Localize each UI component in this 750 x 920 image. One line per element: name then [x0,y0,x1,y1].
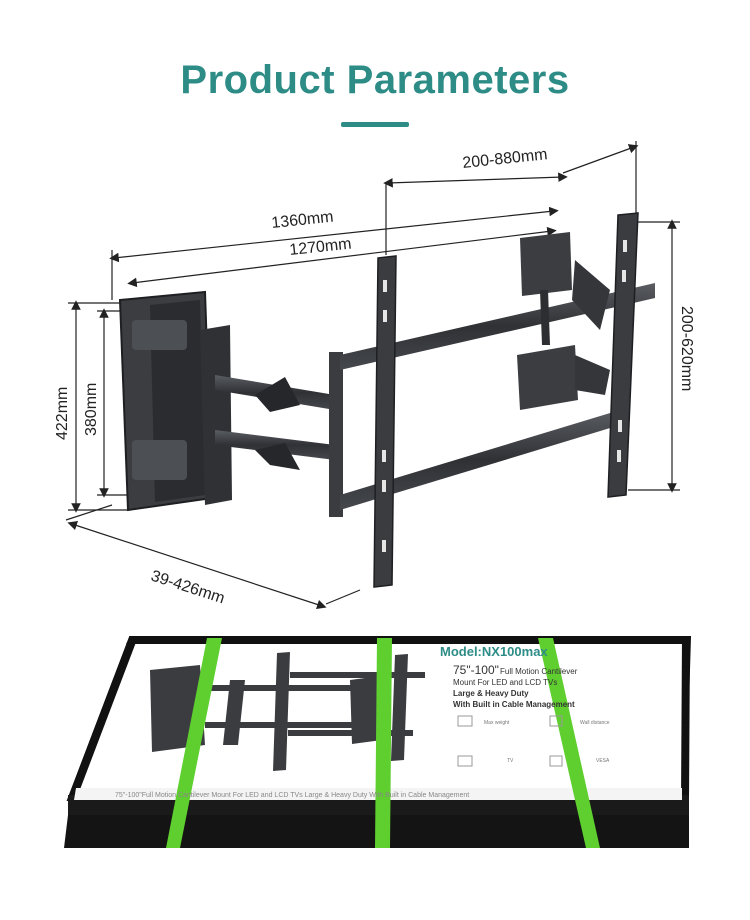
page-title: Product Parameters [180,58,570,102]
spec-vesa: VESA [596,758,610,764]
product-box: Model:NX100max 75"-100" Full Motion Cant… [64,636,692,848]
box-desc-2: Mount For LED and LCD TVs [453,678,557,687]
box-model: Model:NX100max [440,644,548,659]
tv-mount [118,212,655,588]
spec-wall: Wall distance [580,720,610,726]
box-size: 75"-100" [453,663,499,677]
dim-label-width: 200-880mm [462,146,549,172]
dim-label-extension: 39-426mm [149,568,227,608]
box-desc-4: With Built in Cable Management [453,700,575,709]
title-underline [341,122,409,127]
dim-label-1270: 1270mm [289,236,353,259]
box-desc-3: Large & Heavy Duty [453,689,529,698]
box-side-text: 75"-100"Full Motion Cantilever Mount For… [115,792,469,799]
dim-label-380: 380mm [83,383,100,436]
wall-distance-icon [549,715,563,727]
box-size-suffix: Full Motion Cantilever [500,667,578,676]
dim-label-422: 422mm [54,387,71,440]
tv-icon [457,755,473,767]
spec-weight: Max weight [484,720,510,726]
dim-label-1360: 1360mm [271,209,335,232]
dim-label-height-range: 200-620mm [678,306,695,391]
vesa-icon [549,755,563,767]
spec-tv: TV [507,758,514,764]
weight-icon [457,715,473,727]
